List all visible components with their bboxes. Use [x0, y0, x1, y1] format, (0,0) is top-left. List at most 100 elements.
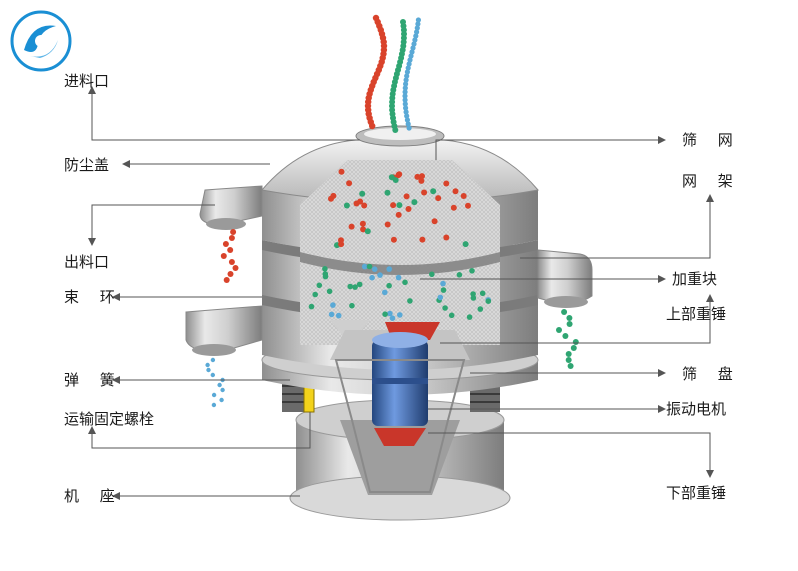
- particle: [205, 362, 210, 368]
- label-weight-block: 加重块: [672, 270, 718, 288]
- particle: [386, 266, 393, 272]
- particle: [222, 241, 229, 247]
- particle: [346, 180, 353, 187]
- particle: [415, 21, 421, 27]
- particle: [469, 268, 475, 274]
- particle: [418, 177, 425, 184]
- particle: [357, 198, 364, 205]
- swirl-logo-icon: [10, 10, 72, 72]
- particle: [404, 69, 410, 75]
- particle: [359, 220, 366, 227]
- particle: [328, 311, 335, 318]
- particle: [396, 202, 403, 209]
- particle: [392, 177, 399, 183]
- particle: [462, 241, 469, 248]
- label-clamp-ring: 束 环: [64, 288, 123, 306]
- particle: [390, 236, 397, 243]
- particle: [220, 253, 227, 259]
- label-screen-mesh: 筛 网: [682, 131, 741, 149]
- particle: [470, 291, 476, 297]
- leader-lines: [91, 92, 711, 497]
- particle: [387, 310, 393, 317]
- particle: [330, 302, 336, 308]
- outlet-left: [199, 185, 263, 230]
- particle: [402, 93, 408, 99]
- particle: [443, 234, 450, 241]
- machine-base: [289, 399, 511, 521]
- particle: [369, 122, 376, 130]
- particle: [407, 57, 413, 63]
- particle: [570, 345, 577, 351]
- particle: [392, 127, 399, 133]
- particle: [565, 351, 572, 357]
- particle: [395, 172, 402, 179]
- particle: [430, 188, 437, 195]
- particle: [411, 41, 417, 47]
- particle: [402, 85, 408, 91]
- particle: [338, 241, 345, 248]
- particle: [409, 49, 415, 55]
- particle: [402, 97, 408, 103]
- particle: [429, 271, 435, 278]
- particle: [415, 17, 421, 23]
- particle: [403, 105, 409, 111]
- particle: [343, 202, 350, 209]
- particle: [405, 206, 412, 212]
- particle: [405, 65, 411, 71]
- particle: [567, 363, 574, 369]
- particle: [312, 291, 319, 298]
- particle: [566, 315, 573, 321]
- particle: [220, 387, 225, 393]
- particle: [414, 173, 421, 180]
- particle: [328, 195, 334, 202]
- particle: [466, 314, 473, 320]
- label-screen-tray: 筛 盘: [682, 365, 741, 383]
- particle: [228, 235, 235, 241]
- particle: [369, 274, 375, 281]
- particle: [440, 280, 446, 287]
- outlet-right: [537, 249, 593, 308]
- particle: [326, 288, 333, 295]
- label-transport-bolt: 运输固定螺栓: [64, 410, 155, 428]
- particle: [407, 298, 413, 304]
- particle: [435, 195, 442, 202]
- particle: [386, 282, 392, 289]
- particle: [382, 311, 388, 318]
- particle: [479, 290, 486, 297]
- particle: [421, 189, 428, 196]
- particle: [477, 306, 484, 312]
- particle: [403, 81, 409, 87]
- particle: [448, 312, 455, 319]
- particle: [377, 272, 383, 278]
- particle: [403, 109, 409, 115]
- particle: [452, 188, 459, 195]
- particle: [217, 382, 222, 388]
- particle: [411, 199, 418, 206]
- particle: [390, 202, 397, 209]
- particle: [404, 73, 410, 79]
- particle: [437, 294, 444, 301]
- label-lower-weight: 下部重锤: [666, 484, 727, 502]
- particle: [389, 315, 396, 322]
- particle: [450, 204, 457, 211]
- particle: [440, 287, 447, 293]
- particle: [352, 284, 358, 290]
- particle: [412, 37, 418, 43]
- particle: [227, 271, 234, 277]
- label-upper-weight: 上部重锤: [666, 305, 727, 323]
- particle: [442, 305, 448, 311]
- particle: [211, 392, 217, 398]
- particle: [361, 263, 368, 270]
- particle: [565, 357, 572, 363]
- lower-weight-shape: [374, 428, 426, 446]
- particle: [308, 303, 315, 310]
- particle: [403, 77, 409, 83]
- outlet-left-lower: [185, 305, 263, 356]
- particle: [384, 189, 391, 196]
- particle: [460, 193, 467, 199]
- particle: [485, 298, 492, 305]
- label-dust-cover: 防尘盖: [64, 156, 110, 174]
- particle: [223, 277, 230, 283]
- particle: [456, 272, 463, 278]
